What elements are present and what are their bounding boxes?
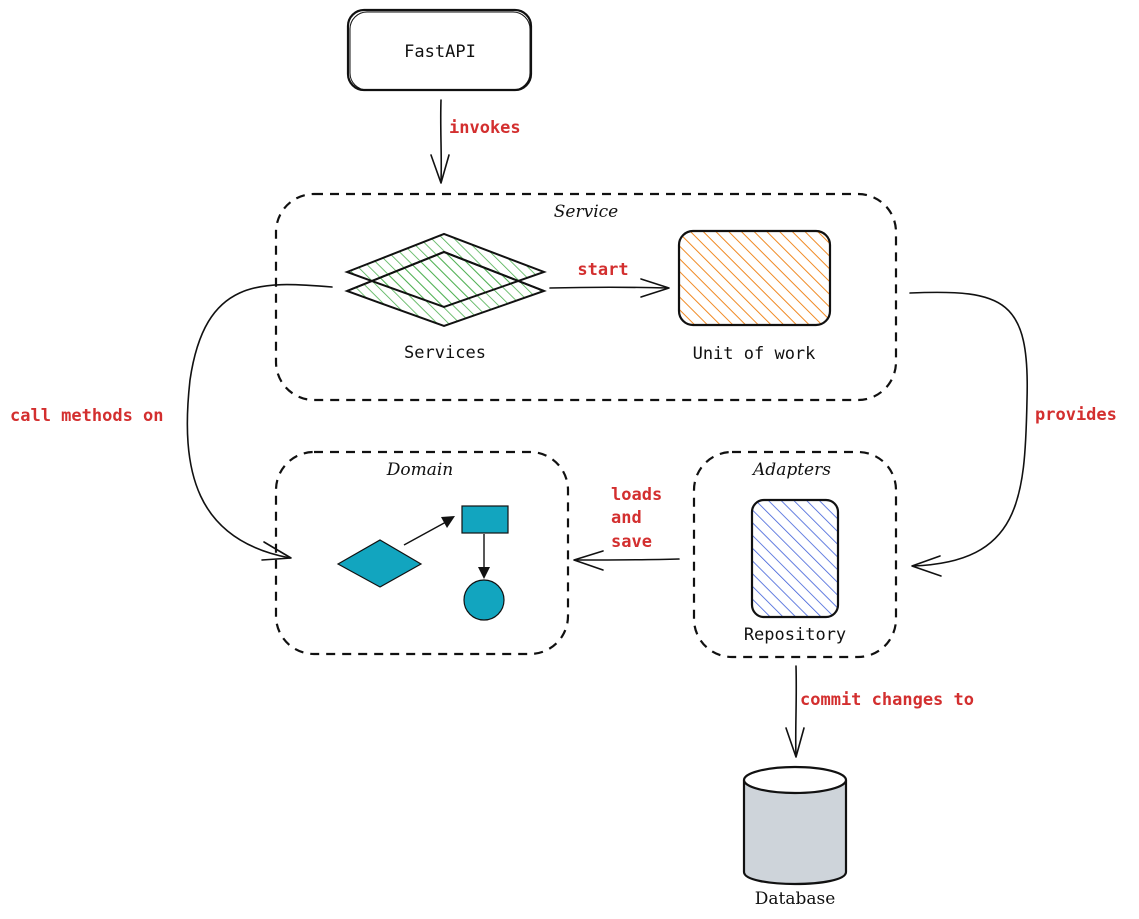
call-methods-on-arrow — [186, 283, 333, 561]
provides-arrow — [909, 291, 1029, 577]
service-group-label: Service — [554, 202, 618, 222]
start-label: start — [577, 260, 628, 280]
loads-and-save-label: loads and save — [611, 485, 672, 552]
service-group: Service — [274, 192, 898, 402]
domain-group: Domain — [274, 450, 570, 656]
call-methods-on-label: call methods on — [10, 406, 164, 426]
adapters-group: Adapters — [692, 450, 898, 659]
adapters-group-label: Adapters — [751, 460, 831, 480]
start-arrow — [549, 278, 670, 298]
fastapi-node: FastAPI — [346, 8, 533, 92]
loads-and-save-line-1: loads — [611, 485, 662, 505]
commit-changes-to-arrow — [785, 665, 805, 758]
fastapi-label: FastAPI — [404, 42, 476, 62]
invokes-label: invokes — [449, 118, 521, 138]
provides-label: provides — [1035, 405, 1117, 425]
unit-of-work-label: Unit of work — [693, 344, 816, 364]
database-node: Database — [742, 765, 848, 909]
unit-of-work-node: Unit of work — [677, 229, 832, 364]
loads-and-save-arrow — [573, 550, 680, 571]
commit-changes-to-label: commit changes to — [800, 690, 974, 710]
repository-label: Repository — [744, 625, 846, 645]
loads-and-save-line-2: and — [611, 508, 642, 528]
domain-circle-shape — [463, 579, 505, 621]
database-label: Database — [755, 889, 836, 909]
services-node: Services — [344, 232, 547, 363]
invokes-arrow — [430, 99, 450, 184]
domain-group-label: Domain — [386, 460, 454, 480]
services-label: Services — [404, 343, 486, 363]
repository-node: Repository — [744, 498, 846, 645]
loads-and-save-line-3: save — [611, 532, 652, 552]
domain-rect-shape — [461, 505, 509, 534]
domain-diamond-shape — [336, 539, 423, 588]
